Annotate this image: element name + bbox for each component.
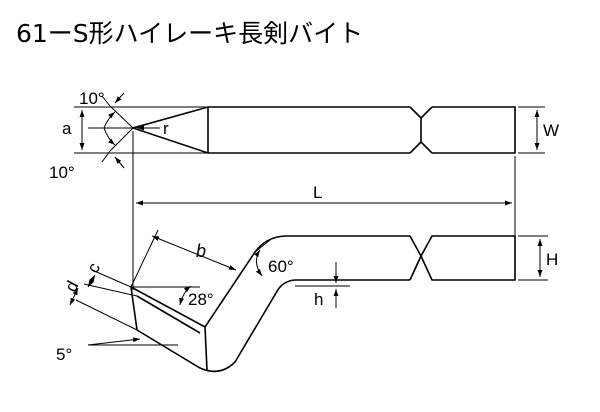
angle-5-arrow: [87, 337, 141, 346]
top-view-body: [130, 106, 410, 154]
dim-c-line: [87, 274, 96, 288]
angle-top-arrow: [114, 92, 125, 104]
dim-r-label: r: [163, 119, 169, 138]
side-view-upper-outline: [130, 235, 410, 329]
dim-L-label: L: [313, 183, 322, 202]
top-view-break-left: [409, 106, 422, 154]
dim-W-label: W: [543, 121, 559, 140]
dim-d-line: [69, 287, 79, 306]
angle-60-label: 60°: [268, 257, 294, 276]
angle-bottom-label: 10°: [49, 163, 75, 182]
angle-top-label: 10°: [79, 89, 105, 108]
dim-c-label: c: [83, 259, 104, 276]
angle-bottom-arrow: [114, 156, 125, 169]
dim-h-label: h: [314, 290, 323, 309]
side-view: [130, 235, 516, 373]
dim-H-label: H: [546, 250, 558, 269]
page-title: 61ーS形ハイレーキ長剣バイト: [16, 19, 364, 48]
side-view-lower-outline: [136, 279, 296, 373]
side-view-right-part: [420, 235, 516, 281]
angle-28-label: 28°: [188, 290, 214, 309]
dim-b-line: [151, 235, 237, 271]
dim-d-label: d: [61, 278, 82, 295]
angle-5-label: 5°: [56, 345, 72, 364]
top-view: [130, 106, 516, 154]
angle-60-arc: [254, 249, 263, 277]
dim-b-label: b: [196, 241, 206, 261]
side-view-break-left: [409, 235, 422, 281]
dim-a-label: a: [62, 119, 72, 138]
top-view-right-part: [420, 106, 516, 154]
